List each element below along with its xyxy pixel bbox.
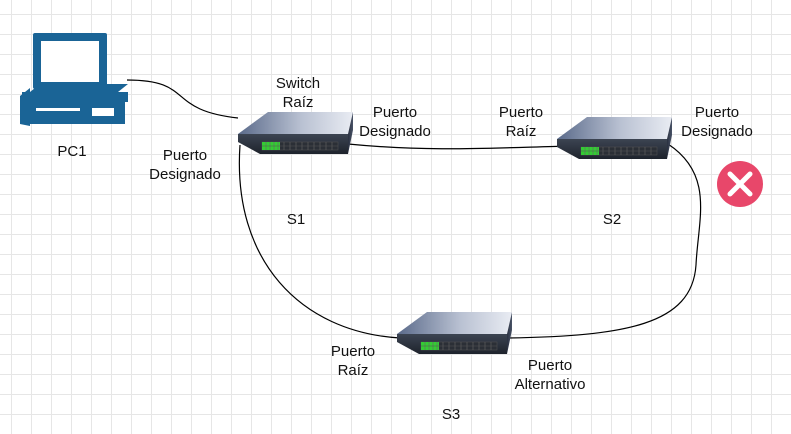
pc1-label: PC1 [57, 143, 87, 160]
port-label-s2-to-s3: Puerto Designado [681, 104, 753, 140]
switch-s2[interactable] [556, 116, 673, 160]
port-label-s3-to-s2: Puerto Alternativo [514, 357, 586, 393]
desktop-computer-icon [20, 33, 128, 126]
port-label-s2-to-s1: Puerto Raíz [498, 104, 544, 140]
link-pc1-s1 [126, 79, 239, 119]
port-label-s1-to-s2: Puerto Designado [359, 104, 431, 140]
s3-name-label: S3 [441, 406, 461, 423]
switch-s3[interactable] [396, 311, 513, 355]
link-s1-s3 [238, 144, 401, 339]
s2-name-label: S2 [602, 211, 622, 228]
blocked-x-icon [717, 161, 763, 207]
switch-s1[interactable] [237, 111, 354, 155]
port-label-s3-to-s1: Puerto Raíz [330, 343, 376, 379]
port-label-s1-to-s3: Puerto Designado [149, 147, 221, 183]
link-s2-s3 [507, 143, 702, 339]
s1-role-label: Switch Raíz [275, 75, 321, 111]
s1-name-label: S1 [286, 211, 306, 228]
link-s1-s2 [347, 143, 571, 150]
